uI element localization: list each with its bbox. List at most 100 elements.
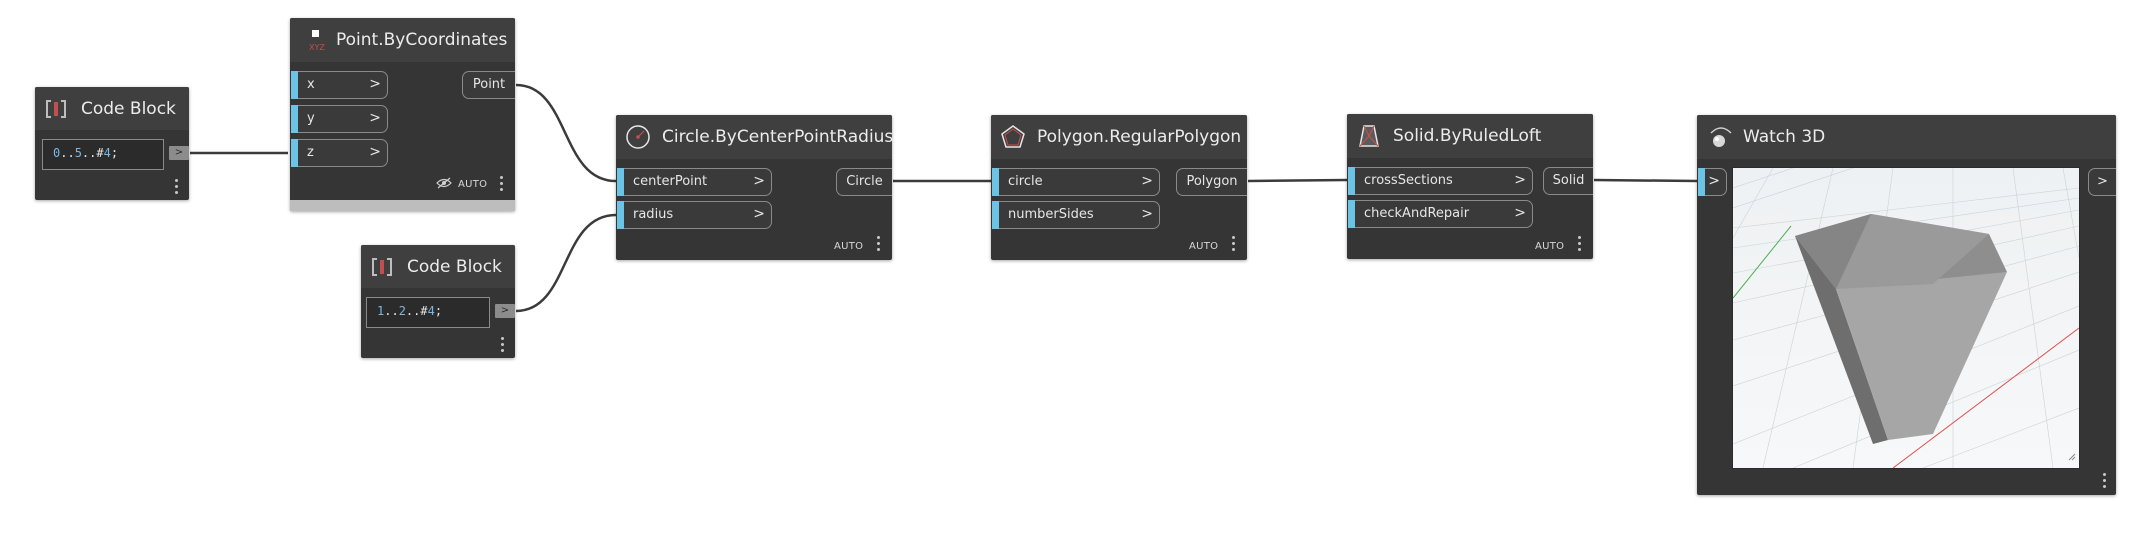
port-label: crossSections — [1364, 173, 1453, 188]
input-port-z[interactable]: z > — [291, 139, 388, 167]
node-title: Code Block — [81, 99, 176, 119]
point-bycoordinates-node[interactable]: XYZ Point.ByCoordinates x > y > z > Poin… — [290, 18, 515, 211]
port-indicator — [1348, 200, 1355, 228]
chevron-right-icon: > — [369, 144, 381, 160]
port-indicator — [291, 139, 298, 167]
node-menu-icon[interactable] — [1578, 236, 1582, 252]
circle-bycenterpointradius-node[interactable]: Circle.ByCenterPointRadius centerPoint >… — [616, 115, 894, 260]
port-label: x — [307, 77, 315, 92]
input-port-checkandrepair[interactable]: checkAndRepair > — [1348, 200, 1533, 228]
input-port-circle[interactable]: circle > — [992, 168, 1160, 196]
output-port-circle[interactable]: Circle — [836, 168, 892, 196]
code-block-node-2[interactable]: Code Block 1..2..#4; > — [361, 245, 515, 358]
chevron-right-icon: > — [1141, 173, 1153, 189]
input-port-x[interactable]: x > — [291, 71, 388, 99]
chevron-right-icon: > — [369, 76, 381, 92]
run-mode-label: AUTO — [834, 241, 864, 252]
chevron-right-icon: > — [753, 206, 765, 222]
wire-codeblock2-to-radius — [515, 213, 617, 313]
node-footer — [290, 200, 515, 211]
node-header[interactable]: Circle.ByCenterPointRadius — [616, 115, 894, 159]
solid-loft-icon — [1359, 125, 1379, 147]
output-port[interactable]: > — [169, 146, 189, 160]
input-port-numbersides[interactable]: numberSides > — [992, 201, 1160, 229]
watch-3d-node[interactable]: Watch 3D > > — [1697, 115, 2116, 495]
point-icon: XYZ — [309, 30, 325, 52]
port-indicator — [992, 168, 999, 196]
circle-icon — [626, 125, 650, 149]
run-mode-label: AUTO — [458, 179, 488, 190]
port-label: circle — [1008, 174, 1043, 189]
resize-grip-icon — [2068, 453, 2076, 461]
input-port-crosssections[interactable]: crossSections > — [1348, 167, 1533, 195]
input-port-centerpoint[interactable]: centerPoint > — [617, 168, 772, 196]
output-port-solid[interactable]: Solid — [1543, 167, 1593, 195]
node-title: Circle.ByCenterPointRadius — [662, 127, 894, 147]
node-header[interactable]: Solid.ByRuledLoft — [1347, 114, 1593, 158]
node-title: Polygon.RegularPolygon — [1037, 127, 1242, 147]
node-menu-icon[interactable] — [877, 236, 881, 252]
chevron-right-icon: > — [753, 173, 765, 189]
port-label: Point — [472, 77, 506, 92]
chevron-right-icon: > — [2097, 174, 2108, 189]
port-label: z — [307, 145, 314, 160]
output-port-polygon[interactable]: Polygon — [1176, 168, 1247, 196]
port-indicator — [1348, 167, 1355, 195]
input-port-radius[interactable]: radius > — [617, 201, 772, 229]
chevron-right-icon: > — [1708, 173, 1720, 189]
node-header[interactable]: XYZ Point.ByCoordinates — [290, 18, 515, 62]
port-label: checkAndRepair — [1364, 206, 1470, 221]
3d-preview-scene — [1733, 168, 2079, 468]
node-menu-icon[interactable] — [1232, 236, 1236, 252]
node-menu-icon[interactable] — [175, 179, 179, 195]
port-label: numberSides — [1008, 207, 1094, 222]
port-label: Polygon — [1186, 174, 1238, 189]
input-port[interactable]: > — [1698, 168, 1727, 196]
polygon-icon — [1001, 125, 1025, 148]
output-port-point[interactable]: Point — [462, 71, 515, 99]
lofted-solid-shape — [1795, 214, 2007, 444]
output-port[interactable]: > — [2088, 168, 2116, 196]
code-block-node-1[interactable]: Code Block 0..5..#4; > — [35, 87, 189, 200]
port-indicator — [992, 201, 999, 229]
node-menu-icon[interactable] — [500, 176, 504, 192]
node-menu-icon[interactable] — [501, 337, 505, 353]
port-label: Solid — [1552, 173, 1585, 188]
node-header[interactable]: Polygon.RegularPolygon — [991, 115, 1247, 159]
port-indicator — [617, 201, 624, 229]
x-axis-line — [1892, 327, 2079, 468]
code-editor[interactable]: 0..5..#4; — [42, 139, 164, 170]
run-mode-label: AUTO — [1189, 241, 1219, 252]
code-block-icon — [372, 258, 392, 276]
3d-preview-viewport[interactable] — [1732, 167, 2080, 469]
node-header[interactable]: Code Block — [361, 245, 515, 288]
preview-hidden-icon[interactable] — [436, 177, 452, 189]
node-header[interactable]: Watch 3D — [1697, 115, 2116, 159]
port-label: y — [307, 111, 315, 126]
output-port[interactable]: > — [495, 304, 515, 318]
chevron-right-icon: > — [1514, 205, 1526, 221]
node-header[interactable]: Code Block — [35, 87, 189, 130]
polygon-regularpolygon-node[interactable]: Polygon.RegularPolygon circle > numberSi… — [991, 115, 1247, 260]
chevron-right-icon: > — [369, 110, 381, 126]
port-label: radius — [633, 207, 674, 222]
chevron-right-icon: > — [1141, 206, 1153, 222]
svg-text:XYZ: XYZ — [309, 43, 325, 52]
solid-byruledloft-node[interactable]: Solid.ByRuledLoft crossSections > checkA… — [1347, 114, 1593, 259]
port-label: centerPoint — [633, 174, 708, 189]
node-title: Code Block — [407, 257, 502, 277]
y-axis-line — [1733, 225, 1792, 299]
wire-solid-to-watch3d — [1593, 178, 1698, 183]
node-title: Solid.ByRuledLoft — [1393, 126, 1542, 146]
wire-point-to-centerpoint — [515, 83, 617, 183]
port-indicator — [291, 105, 298, 133]
code-editor[interactable]: 1..2..#4; — [366, 297, 490, 328]
port-indicator — [291, 71, 298, 99]
input-port-y[interactable]: y > — [291, 105, 388, 133]
node-title: Watch 3D — [1743, 127, 1826, 147]
chevron-right-icon: > — [1514, 172, 1526, 188]
node-menu-icon[interactable] — [2103, 473, 2107, 489]
port-indicator — [1698, 168, 1705, 196]
run-mode-label: AUTO — [1535, 241, 1565, 252]
